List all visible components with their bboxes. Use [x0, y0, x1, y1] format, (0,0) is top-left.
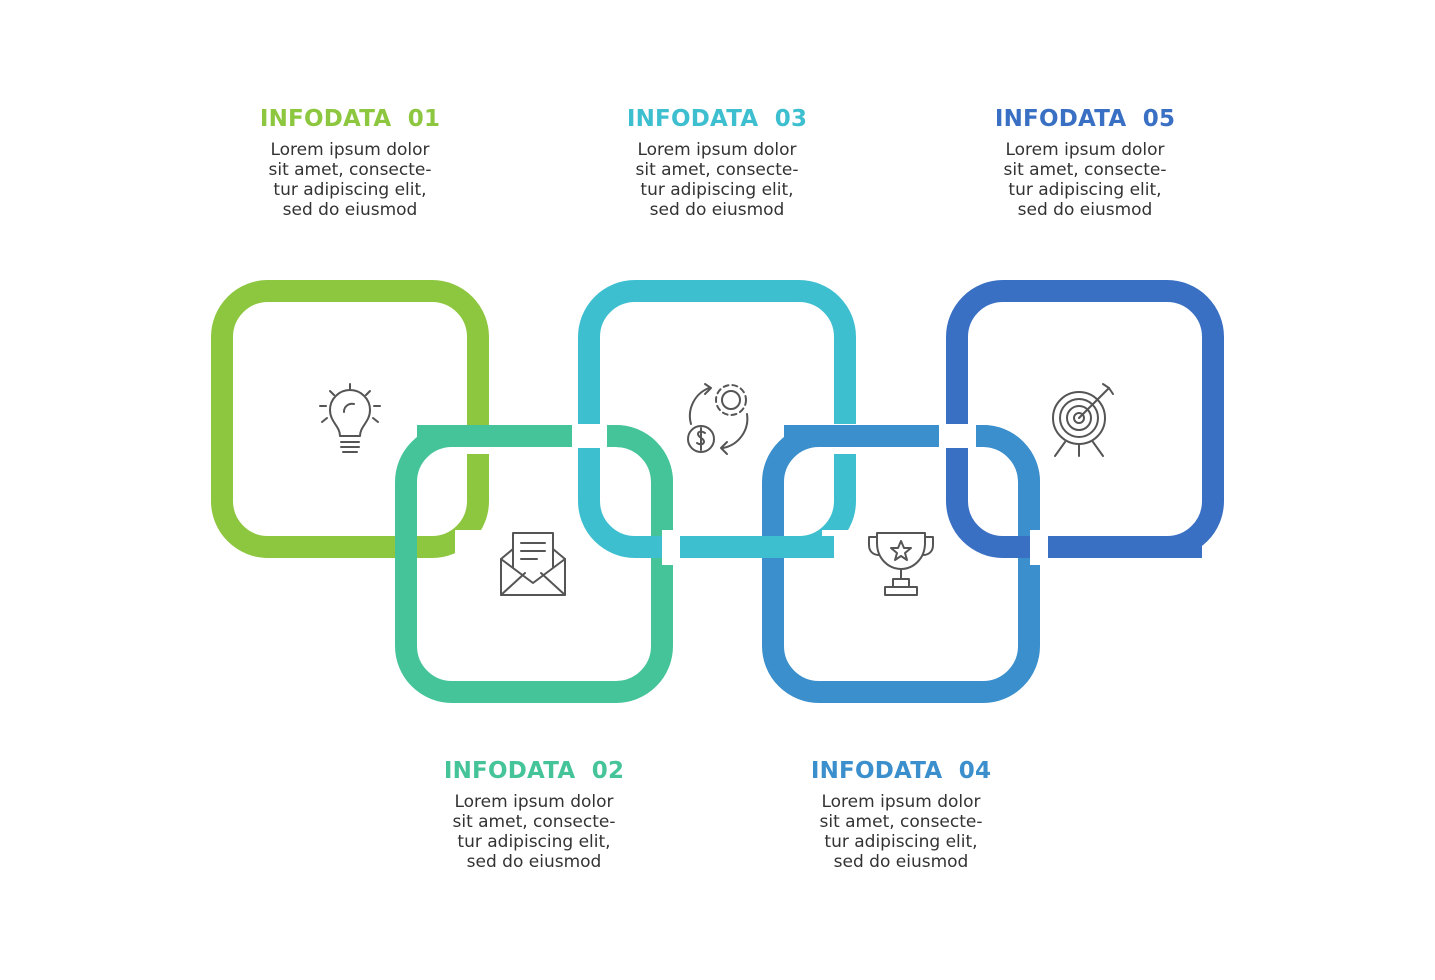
step-5-line-4: sed do eiusmod	[1017, 200, 1153, 220]
step-3-line-3: tur adipiscing elit,	[640, 180, 794, 200]
weave-corner-4	[976, 425, 1040, 530]
step-4-line-4: sed do eiusmod	[833, 852, 969, 872]
gear-dollar-cycle-icon	[687, 383, 749, 455]
step-4-line-3: tur adipiscing elit,	[824, 832, 978, 852]
lightbulb-icon	[319, 383, 381, 453]
step-1-text: INFODATA 01 Lorem ipsum dolor sit amet, …	[230, 106, 470, 220]
step-1-line-3: tur adipiscing elit,	[273, 180, 427, 200]
target-icon	[1052, 383, 1114, 457]
step-4-line-2: sit amet, consecte-	[819, 812, 983, 832]
step-4-title: INFODATA 04	[810, 758, 992, 784]
trophy-icon	[868, 532, 934, 596]
step-3-text: INFODATA 03 Lorem ipsum dolor sit amet, …	[597, 106, 837, 220]
step-2-title: INFODATA 02	[443, 758, 625, 784]
step-4-line-1: Lorem ipsum dolor	[821, 792, 981, 812]
step-4-text: INFODATA 04 Lorem ipsum dolor sit amet, …	[781, 758, 1021, 872]
weave-corner-2	[608, 425, 673, 530]
step-2-text: INFODATA 02 Lorem ipsum dolor sit amet, …	[414, 758, 654, 872]
link-square-3	[578, 280, 856, 558]
step-5-line-3: tur adipiscing elit,	[1008, 180, 1162, 200]
step-1-line-1: Lorem ipsum dolor	[270, 140, 430, 160]
link-square-5	[946, 280, 1224, 558]
envelope-icon	[500, 532, 566, 596]
step-3-line-4: sed do eiusmod	[649, 200, 785, 220]
step-5-title: INFODATA 05	[994, 106, 1176, 132]
step-1-line-2: sit amet, consecte-	[268, 160, 432, 180]
step-5-line-2: sit amet, consecte-	[1003, 160, 1167, 180]
step-2-line-4: sed do eiusmod	[466, 852, 602, 872]
step-5-line-1: Lorem ipsum dolor	[1005, 140, 1165, 160]
step-5-text: INFODATA 05 Lorem ipsum dolor sit amet, …	[965, 106, 1205, 220]
link-square-2	[395, 425, 673, 703]
step-3-line-2: sit amet, consecte-	[635, 160, 799, 180]
step-2-line-3: tur adipiscing elit,	[457, 832, 611, 852]
step-3-line-1: Lorem ipsum dolor	[637, 140, 797, 160]
link-square-4	[762, 425, 1040, 703]
step-2-line-1: Lorem ipsum dolor	[454, 792, 614, 812]
step-2-line-2: sit amet, consecte-	[452, 812, 616, 832]
step-3-title: INFODATA 03	[626, 106, 808, 132]
step-1-line-4: sed do eiusmod	[282, 200, 418, 220]
step-1-title: INFODATA 01	[259, 106, 441, 132]
link-square-1	[211, 280, 489, 558]
